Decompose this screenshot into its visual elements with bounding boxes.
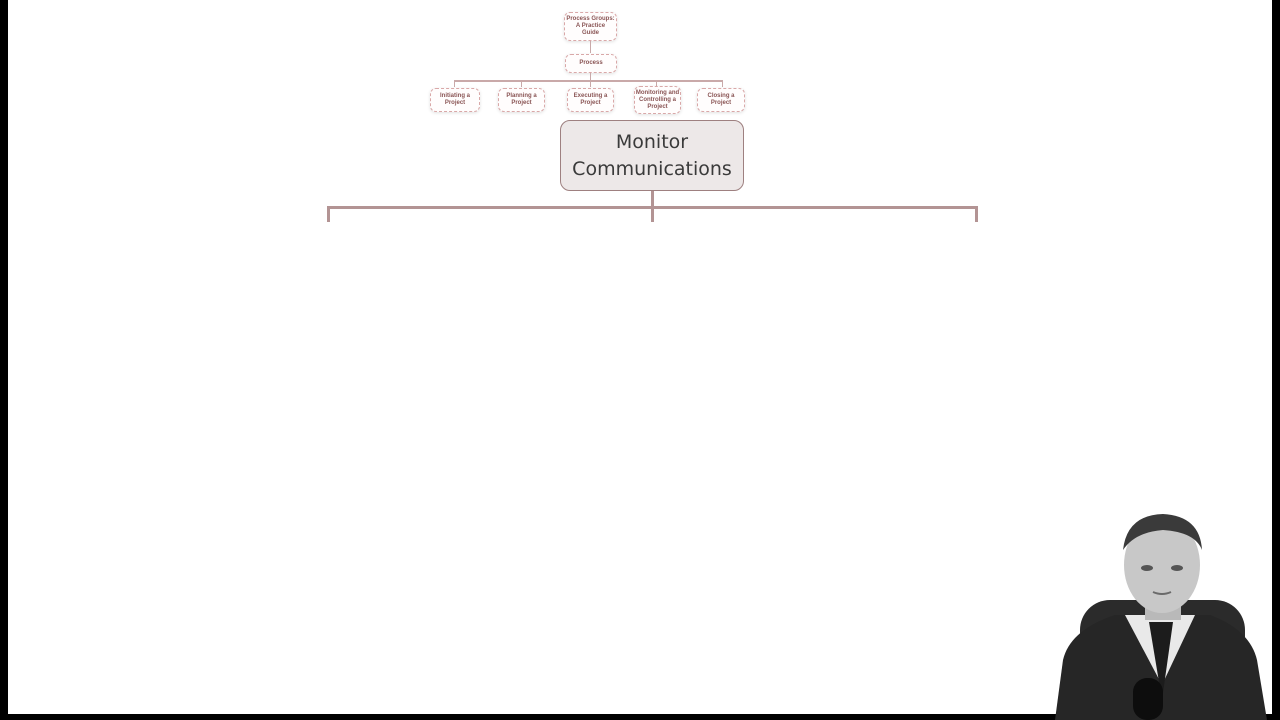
slide-canvas: Process Groups: A Practice Guide Process… xyxy=(8,0,1272,714)
connector-drop-5 xyxy=(722,80,723,87)
connector-drop-1 xyxy=(454,80,455,87)
connector-root-to-process xyxy=(590,41,591,53)
root-node: Process Groups: A Practice Guide xyxy=(564,12,617,41)
presenter-person xyxy=(1055,514,1267,720)
current-process-node: Monitor Communications xyxy=(560,120,744,191)
connector-process-down xyxy=(590,73,591,80)
process-group-node: Planning a Project xyxy=(498,88,545,112)
connector-drop-4 xyxy=(656,80,657,87)
process-group-node: Monitoring and Controlling a Project xyxy=(634,86,681,114)
process-group-node: Executing a Project xyxy=(567,88,614,112)
connector-drop-3 xyxy=(590,80,591,87)
main-connector-horizontal xyxy=(327,206,978,209)
connector-drop-2 xyxy=(521,80,522,87)
process-group-node: Closing a Project xyxy=(697,88,745,112)
process-group-node: Initiating a Project xyxy=(430,88,480,112)
connector-process-groups-horizontal xyxy=(454,80,723,82)
microphone-icon xyxy=(1133,678,1163,720)
main-connector-drop-right xyxy=(975,206,978,222)
main-connector-drop-left xyxy=(327,206,330,222)
process-node: Process xyxy=(565,54,617,73)
presenter-video-overlay xyxy=(1055,514,1267,720)
